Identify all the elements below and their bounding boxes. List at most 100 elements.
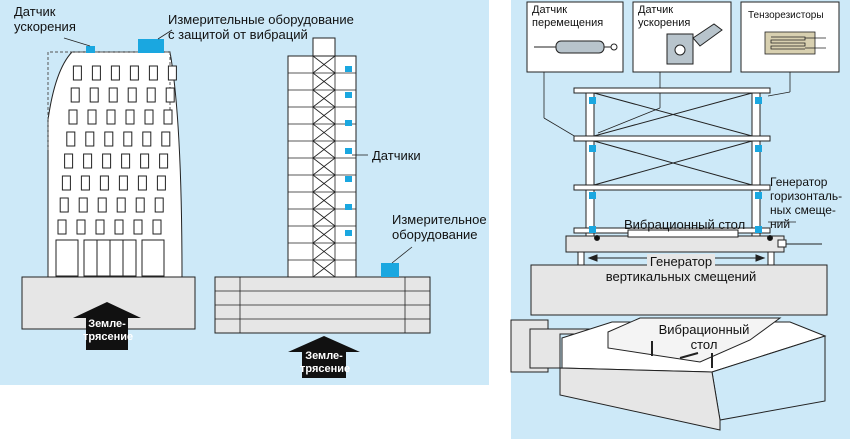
window	[66, 131, 76, 147]
window	[148, 65, 158, 81]
window	[135, 197, 145, 213]
window	[108, 87, 118, 103]
frame-col-right	[751, 89, 761, 237]
window	[114, 219, 124, 235]
window	[83, 153, 93, 169]
quake-right-label: Земле-трясение	[300, 350, 351, 375]
frame-sensor	[755, 145, 762, 152]
window	[64, 153, 74, 169]
window	[102, 153, 112, 169]
tower-brace	[312, 72, 336, 91]
window	[70, 87, 80, 103]
frame-sensors	[589, 97, 762, 233]
window	[78, 197, 88, 213]
left-building-windows	[57, 65, 177, 235]
frame-sensor	[755, 226, 762, 233]
tower-lines	[215, 38, 430, 333]
window	[161, 131, 171, 147]
vert-generator-label: Генератор вертикальных смещений	[605, 254, 757, 284]
window	[89, 87, 99, 103]
window	[127, 87, 137, 103]
shaking-table	[565, 229, 822, 253]
tower-sensor	[345, 66, 352, 72]
table-plate	[627, 229, 739, 238]
frame-sensor	[589, 192, 596, 199]
beam-1	[573, 87, 771, 94]
strain-gauges-label: Тензорезисторы	[748, 10, 824, 21]
window	[80, 175, 90, 191]
window	[85, 131, 95, 147]
beam-2	[573, 135, 771, 142]
window	[123, 131, 133, 147]
window	[72, 65, 82, 81]
window	[165, 87, 175, 103]
window	[116, 197, 126, 213]
window	[140, 153, 150, 169]
ground-measure-box	[381, 263, 399, 277]
tower-brace	[312, 106, 336, 125]
quake-left-label: Земле-трясение	[83, 318, 134, 343]
frame-col-left	[585, 89, 595, 237]
tower-brace	[312, 157, 336, 176]
window	[121, 153, 131, 169]
quake-arrow-left	[73, 302, 141, 350]
window	[118, 175, 128, 191]
vibro-table-label: Вибрационный стол	[624, 217, 746, 232]
frame-sensor	[755, 192, 762, 199]
window	[133, 219, 143, 235]
tower-brace	[312, 140, 336, 159]
frame-sensor	[589, 97, 596, 104]
tower-brace	[312, 123, 336, 142]
frame-braces	[593, 92, 753, 186]
window	[99, 175, 109, 191]
window	[61, 175, 71, 191]
strain-gauge-icon	[764, 31, 826, 55]
left-building-entrance	[55, 239, 165, 277]
pit-perspective	[510, 317, 827, 431]
tower-brace	[312, 225, 336, 244]
accel-sensor-icon	[666, 23, 723, 65]
window	[159, 153, 169, 169]
window	[91, 65, 101, 81]
tower-sensor	[345, 148, 352, 154]
window	[97, 197, 107, 213]
window	[154, 197, 164, 213]
tower-brace	[312, 174, 336, 193]
window	[110, 65, 120, 81]
window	[167, 65, 177, 81]
tower-brace	[312, 242, 336, 261]
window	[57, 219, 67, 235]
tower-sensor	[345, 204, 352, 210]
tower-brace	[312, 55, 336, 74]
window	[68, 109, 78, 125]
tower-brace	[312, 191, 336, 210]
tower-brace	[312, 89, 336, 108]
roof-measure-box	[138, 39, 164, 53]
quake-arrow-right	[288, 336, 360, 378]
tower-brace	[312, 208, 336, 227]
tower-sensor	[345, 92, 352, 98]
window	[137, 175, 147, 191]
window	[87, 109, 97, 125]
window	[146, 87, 156, 103]
frame-sensor	[755, 97, 762, 104]
window	[76, 219, 86, 235]
frame-sensor	[589, 226, 596, 233]
window	[59, 197, 69, 213]
pit-front-ground	[559, 367, 721, 431]
pit-actuators	[651, 341, 713, 368]
beam-3	[573, 184, 771, 191]
vert-generator-base	[530, 264, 828, 316]
tower-lower	[287, 55, 357, 278]
frame-sensor	[589, 145, 596, 152]
tower-brace	[312, 259, 336, 278]
tower-sensor	[345, 120, 352, 126]
